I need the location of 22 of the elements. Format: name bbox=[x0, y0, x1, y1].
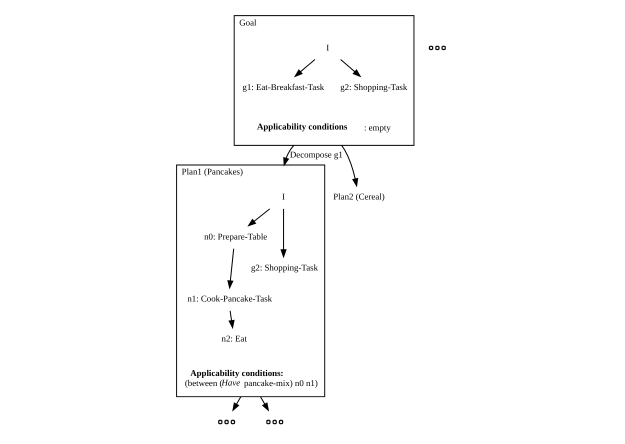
node-text: n2: Eat bbox=[221, 333, 246, 344]
arrow bbox=[340, 59, 361, 78]
node-text: I bbox=[281, 192, 284, 202]
arrow bbox=[226, 248, 234, 290]
node-text: Plan2 (Cereal) bbox=[332, 192, 384, 202]
node-text: g2: Shopping-Task bbox=[340, 82, 407, 92]
arrow bbox=[340, 145, 358, 188]
node-text: g2: Shopping-Task bbox=[250, 262, 318, 273]
arrow bbox=[260, 396, 269, 412]
node-text: I bbox=[326, 42, 329, 52]
node-text: n0: Prepare-Table bbox=[204, 232, 267, 242]
arrow bbox=[282, 145, 294, 167]
node-text: Applicability conditions: empty bbox=[256, 122, 390, 132]
arrow bbox=[280, 208, 286, 258]
node-text: g1: Eat-Breakfast-Task bbox=[242, 82, 324, 92]
arrow bbox=[293, 59, 315, 78]
node-text: n1: Cook-Pancake-Task bbox=[186, 294, 272, 304]
arrow bbox=[228, 310, 234, 330]
arrow bbox=[232, 396, 241, 412]
node-text: Applicability conditions: (between (Have pancake-mix) n0 n1) bbox=[184, 368, 318, 388]
edge-label: Decompose g1 bbox=[289, 150, 342, 160]
arrow bbox=[246, 208, 270, 227]
